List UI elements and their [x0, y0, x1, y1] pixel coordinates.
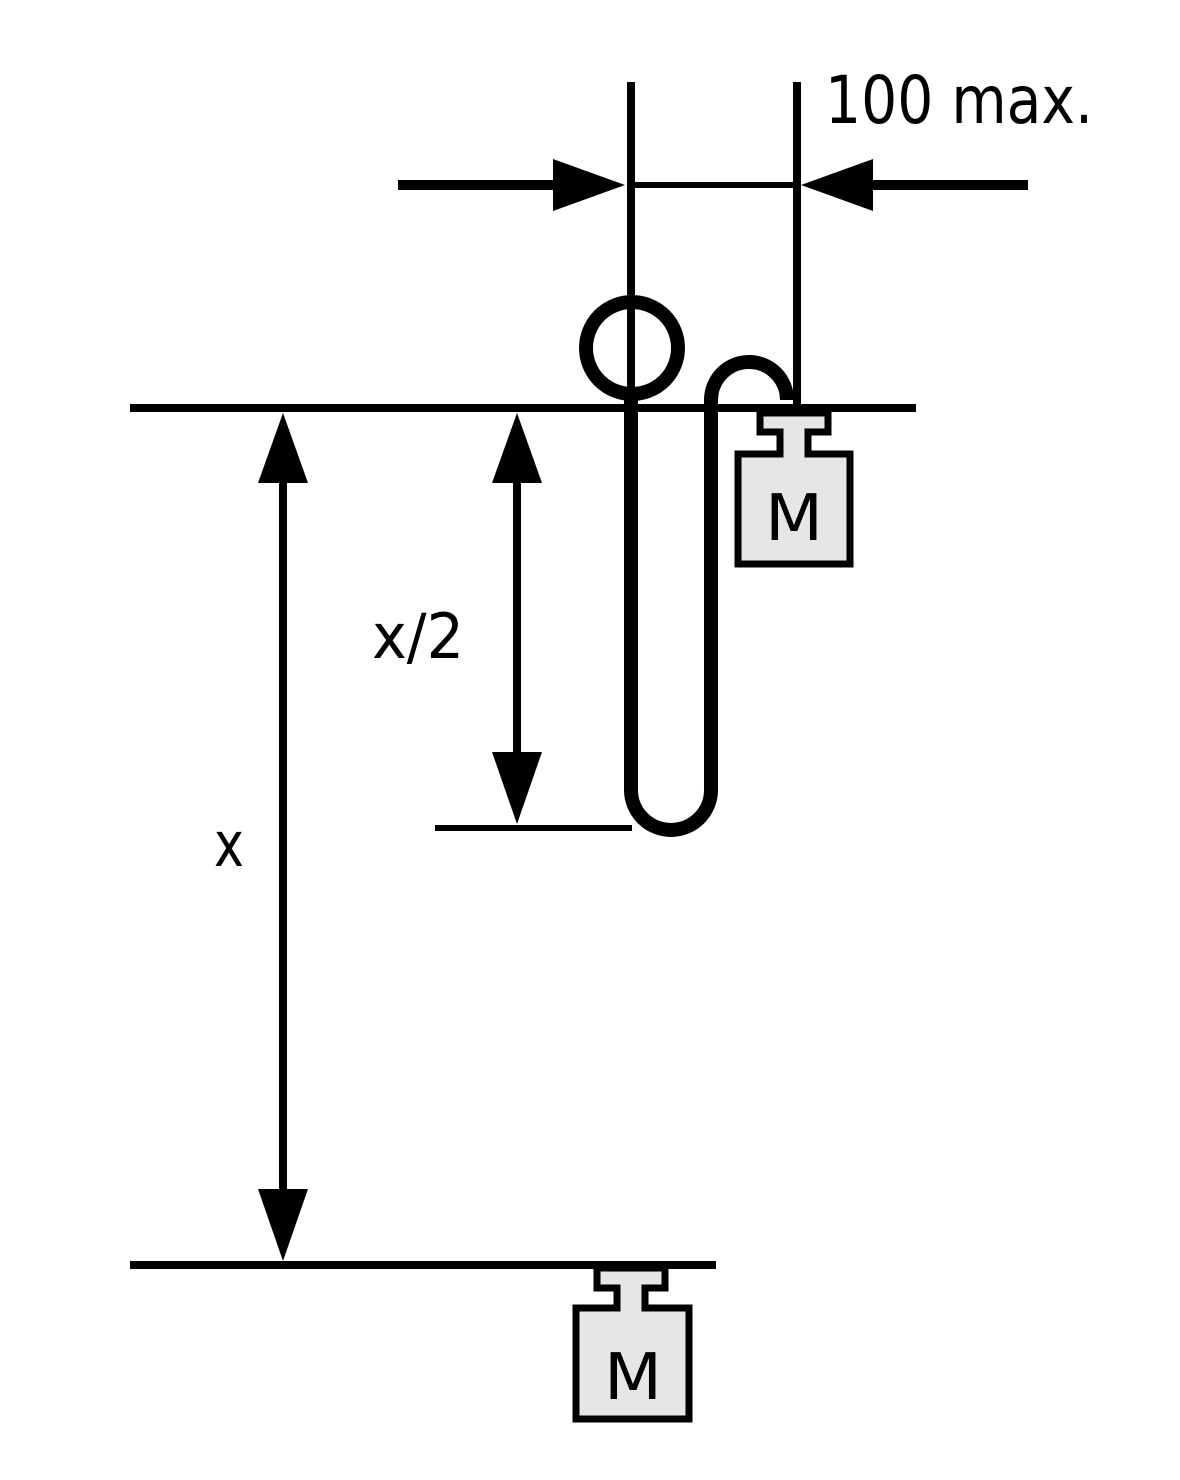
half-drop-label: x/2 [372, 600, 464, 673]
full-drop-dimension: x [214, 413, 308, 1261]
mass-weight-bottom: M [572, 1264, 693, 1423]
mass-weight-bottom-label: M [604, 1341, 662, 1415]
half-drop-dimension: x/2 [372, 413, 542, 824]
mass-weight-top-body [734, 409, 854, 568]
mass-weight-bottom-body [572, 1264, 693, 1423]
full-drop-arrowhead-bottom [258, 1189, 308, 1261]
full-drop-arrowhead-top [258, 413, 308, 483]
width-limit-label: 100 max. [825, 62, 1093, 139]
half-drop-arrowhead-bottom [492, 752, 542, 824]
width-dimension: 100 max. [398, 62, 1093, 405]
half-drop-arrowhead-top [492, 413, 542, 483]
mass-weight-top: M [734, 409, 854, 568]
anchor-ring [579, 295, 685, 401]
full-drop-label: x [214, 808, 244, 881]
arrow-left-head [553, 159, 625, 211]
arrow-right-head [801, 159, 873, 211]
mass-weight-top-label: M [765, 482, 823, 556]
rope-loop [624, 355, 794, 837]
